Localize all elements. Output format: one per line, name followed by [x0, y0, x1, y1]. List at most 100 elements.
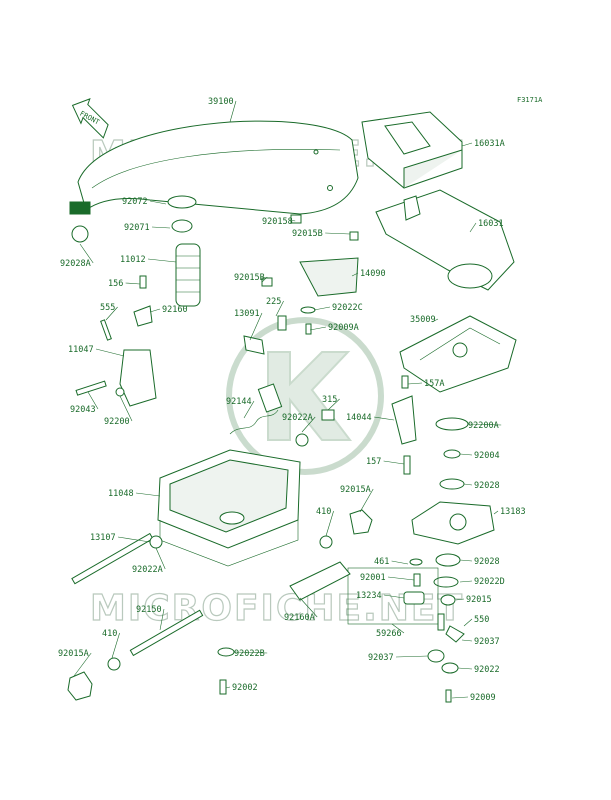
- part-number: 92015A: [58, 649, 89, 659]
- part-label-92022A: 92022A: [132, 547, 166, 575]
- part-label-11012: 11012: [120, 255, 177, 265]
- part-number: 16031A: [474, 139, 505, 149]
- leader-line: [225, 686, 231, 689]
- part-number: 156: [108, 279, 123, 289]
- leader-line: [351, 272, 359, 277]
- part-number: 461: [374, 557, 389, 567]
- part-label-92002: 92002: [225, 683, 258, 693]
- part-number: 92037: [474, 637, 500, 647]
- leader-line: [451, 696, 469, 699]
- part-label-39100: 39100: [208, 97, 237, 123]
- part-label-92028A: 92028A: [60, 243, 94, 269]
- leader-line: [493, 510, 499, 515]
- part-label-92160: 92160: [149, 305, 188, 315]
- part-number: 13107: [90, 533, 116, 543]
- part-label-92015: 92015: [455, 595, 492, 605]
- leader-line: [313, 306, 331, 311]
- part-number: 920158: [262, 217, 293, 227]
- part-label-92009A: 92009A: [309, 323, 359, 333]
- part-number: 92071: [124, 223, 150, 233]
- leader-line: [325, 232, 351, 235]
- part-35009: [399, 315, 517, 393]
- part-label-225: 225: [266, 297, 284, 317]
- leader-line: [395, 655, 429, 658]
- part-label-92015B: 92015B: [234, 273, 268, 283]
- leader-line: [290, 219, 296, 222]
- part-number: 410: [102, 629, 117, 639]
- leader-line: [459, 559, 473, 562]
- part-number: 92022A: [132, 565, 163, 575]
- leader-line: [117, 536, 151, 543]
- part-label-550: 550: [463, 615, 489, 627]
- leader-line: [229, 100, 237, 123]
- part-label-920158: 920158: [262, 217, 296, 227]
- leader-line: [391, 623, 405, 634]
- part-label-92015A: 92015A: [340, 485, 374, 513]
- part-label-92015A: 92015A: [58, 649, 92, 677]
- part-label-156: 156: [108, 279, 141, 289]
- leader-line: [455, 598, 465, 601]
- part-number: 92043: [70, 405, 96, 415]
- leader-line: [261, 276, 268, 283]
- part-number: 92015A: [340, 485, 371, 495]
- part-label-13091: 13091: [234, 309, 263, 341]
- part-number: 39100: [208, 97, 234, 107]
- part-label-92022C: 92022C: [313, 303, 363, 313]
- part-label-92037: 92037: [368, 653, 429, 663]
- front-arrow: FRONT: [71, 98, 109, 139]
- part-number: 315: [322, 395, 337, 405]
- part-number: 16031: [478, 219, 504, 229]
- part-number: 92160A: [284, 613, 315, 623]
- leader-line: [459, 580, 473, 583]
- part-label-157A: 157A: [407, 379, 444, 389]
- part-number: 92028: [474, 481, 500, 491]
- part-number: 555: [100, 303, 115, 313]
- part-label-92072: 92072: [122, 197, 167, 207]
- fender-cover: [69, 120, 359, 215]
- leader-line: [461, 639, 473, 642]
- part-number: 11012: [120, 255, 146, 265]
- part-label-92200: 92200: [104, 395, 133, 427]
- part-label-92022B: 92022B: [233, 649, 268, 659]
- part-label-16031: 16031: [469, 219, 504, 233]
- leader-line: [147, 258, 177, 263]
- leader-line: [467, 423, 502, 426]
- leader-line: [373, 416, 395, 421]
- leader-line: [309, 326, 327, 331]
- leader-line: [327, 398, 340, 411]
- part-label-92043: 92043: [70, 391, 99, 415]
- boot-assembly: [167, 195, 201, 307]
- part-label-92037: 92037: [461, 637, 500, 647]
- leader-line: [111, 632, 120, 659]
- part-number: 92002: [232, 683, 258, 693]
- leader-line: [383, 594, 405, 599]
- part-number: 14090: [360, 269, 386, 279]
- lower-hardware: [67, 509, 373, 701]
- part-number: 92022C: [332, 303, 363, 313]
- part-label-157: 157: [366, 457, 405, 467]
- leader-line: [151, 226, 171, 229]
- part-label-35009: 35009: [410, 315, 439, 325]
- leader-line: [95, 348, 125, 357]
- part-label-461: 461: [374, 557, 409, 567]
- part-label-92001: 92001: [360, 573, 415, 583]
- part-label-92150: 92150: [136, 605, 165, 631]
- part-label-92028: 92028: [459, 557, 500, 567]
- small-hardware: [71, 214, 409, 407]
- part-label-92144: 92144: [226, 397, 255, 419]
- part-label-11048: 11048: [108, 489, 161, 499]
- part-label-410: 410: [102, 629, 120, 659]
- part-label-410: 410: [316, 507, 334, 537]
- part-number: 92022B: [234, 649, 265, 659]
- leader-line: [469, 222, 477, 233]
- part-label-92015B: 92015B: [292, 229, 351, 239]
- part-number: 92072: [122, 197, 148, 207]
- part-label-92004: 92004: [459, 451, 500, 461]
- part-label-92200A: 92200A: [467, 421, 502, 431]
- part-number: 13234: [356, 591, 382, 601]
- part-number: 92001: [360, 573, 386, 583]
- leader-line: [387, 576, 415, 581]
- part-label-92071: 92071: [124, 223, 171, 233]
- leader-line: [299, 597, 318, 618]
